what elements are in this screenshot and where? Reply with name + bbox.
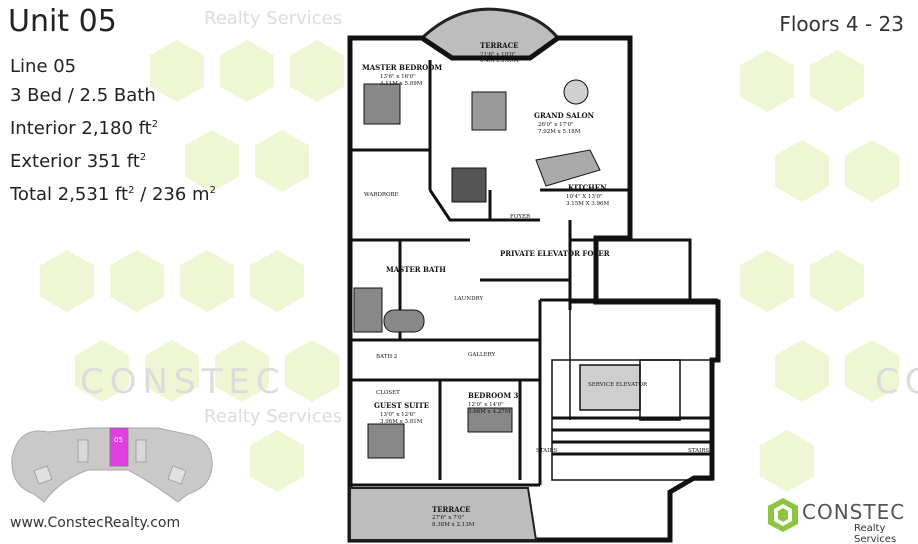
room-wardrobe: WARDROBE: [364, 192, 399, 198]
room-stairs-left: STAIRS: [536, 448, 557, 454]
brand-sub: Realty Services: [854, 523, 897, 544]
watermark-sub-left: Realty Services: [204, 406, 343, 427]
furniture: [353, 79, 601, 459]
room-private-elevator-foyer: PRIVATE ELEVATOR FOYER: [500, 249, 610, 258]
room-kitchen: KITCHEN: [568, 183, 607, 192]
svg-text:3.96M x 3.81M: 3.96M x 3.81M: [380, 419, 423, 425]
watermark-sub-top: Realty Services: [204, 8, 343, 29]
interior-walls: [350, 60, 718, 487]
room-closet: CLOSET: [376, 390, 400, 396]
room-foyer: FOYER: [510, 214, 531, 220]
svg-text:13'0" x 12'6": 13'0" x 12'6": [380, 412, 416, 418]
svg-text:6.4M x 3.05M: 6.4M x 3.05M: [480, 58, 519, 64]
terrace-bottom-area: [349, 487, 538, 541]
stair-core: [551, 300, 713, 481]
svg-text:12'0" x 14'0": 12'0" x 14'0": [468, 402, 504, 408]
svg-text:10'4" X 13'0": 10'4" X 13'0": [566, 194, 603, 200]
svg-text:21'6" x 10'0": 21'6" x 10'0": [480, 52, 516, 58]
room-laundry: LAUNDRY: [454, 296, 483, 302]
unit-line: Line 05: [10, 56, 77, 77]
highlighted-unit-label: 05: [114, 436, 123, 444]
room-bedroom3: BEDROOM 3: [468, 391, 519, 400]
unit-interior: Interior 2,180 ft2: [10, 118, 159, 139]
svg-text:27'6" x 7'0": 27'6" x 7'0": [432, 515, 464, 521]
svg-text:3.66M x 4.27M: 3.66M x 4.27M: [468, 409, 511, 415]
room-bath2: BATH 2: [376, 354, 397, 360]
floor-plan: TERRACE 21'6" x 10'0" 6.4M x 3.05M MASTE…: [347, 7, 721, 543]
room-gallery: GALLERY: [468, 352, 496, 358]
building-key-plan: 05: [11, 427, 213, 503]
constec-hex-icon: [768, 498, 798, 532]
svg-text:26'0" x 17'0": 26'0" x 17'0": [538, 122, 574, 128]
room-grand-salon: GRAND SALON: [534, 111, 595, 120]
unit-specs: Line 05 3 Bed / 2.5 Bath Interior 2,180 …: [10, 52, 216, 209]
svg-text:13'6" x 16'0": 13'6" x 16'0": [380, 74, 416, 80]
svg-text:7.92M x 5.18M: 7.92M x 5.18M: [538, 129, 581, 135]
highlighted-unit: [109, 427, 129, 467]
room-stairs-right: STAIRS: [688, 448, 709, 454]
website-url: www.ConstecRealty.com: [10, 515, 181, 531]
svg-text:4.11M x 5.09M: 4.11M x 5.09M: [380, 81, 423, 87]
room-master-bedroom: MASTER BEDROOM: [362, 63, 442, 72]
constec-logo: CONSTEC Realty Services: [768, 494, 913, 544]
room-terrace-top: TERRACE: [480, 41, 519, 50]
brand-name: CONSTEC: [802, 500, 906, 524]
watermark-brand-right: CONSTEC: [875, 362, 918, 402]
unit-total: Total 2,531 ft2 / 236 m2: [10, 184, 216, 205]
room-terrace-bottom: TERRACE: [432, 505, 471, 514]
room-master-bath: MASTER BATH: [386, 265, 446, 274]
unit-exterior: Exterior 351 ft2: [10, 151, 147, 172]
unit-beds-baths: 3 Bed / 2.5 Bath: [10, 85, 156, 106]
svg-text:8.38M x 2.13M: 8.38M x 2.13M: [432, 522, 475, 528]
watermark-brand-left: CONSTEC: [80, 362, 286, 402]
room-guest-suite: GUEST SUITE: [374, 401, 429, 410]
unit-title: Unit 05: [8, 4, 117, 39]
floors-range: Floors 4 - 23: [779, 12, 904, 36]
room-service-elevator: SERVICE ELEVATOR: [588, 382, 648, 388]
svg-text:3.15M X 3.96M: 3.15M X 3.96M: [566, 201, 610, 207]
